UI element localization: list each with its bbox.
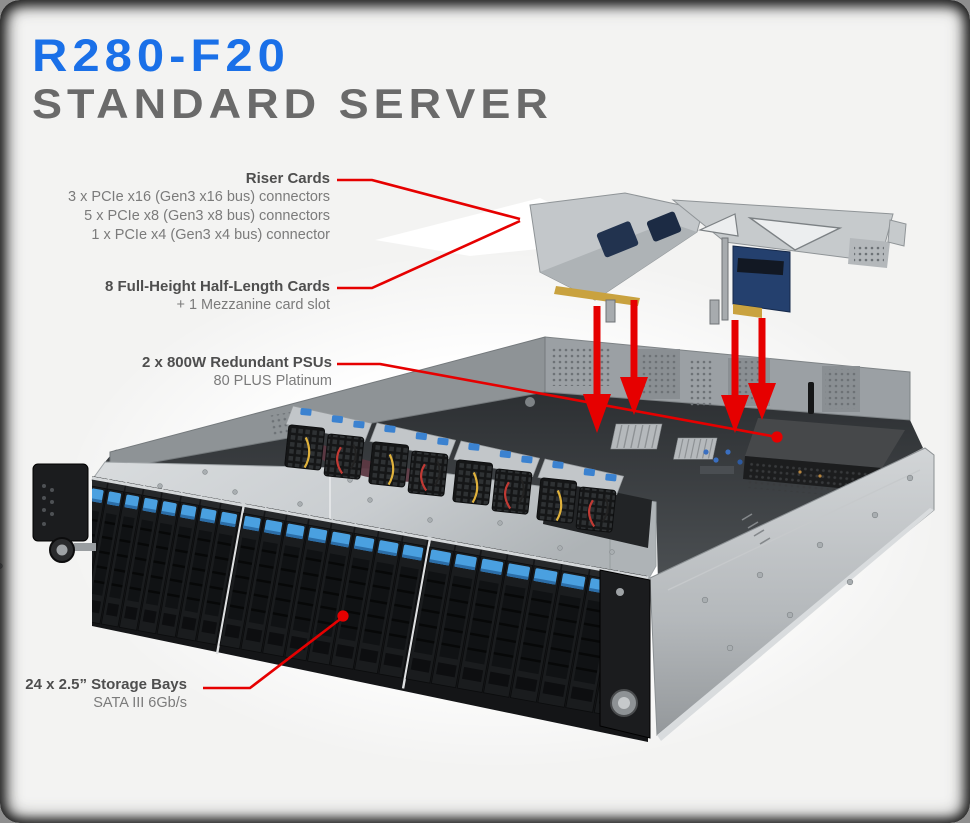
leader-expansion-cards: [337, 219, 521, 290]
callout-storage-bays: 24 x 2.5” Storage Bays SATA III 6Gb/s: [25, 675, 187, 713]
drive-tray: [307, 519, 355, 666]
pcie-slot: [737, 258, 784, 276]
drive-tray: [92, 479, 126, 625]
drive-tray: [176, 495, 221, 642]
front-panel-leds: [42, 484, 54, 526]
install-arrow-shaft: [630, 300, 638, 379]
callout-title: Riser Cards: [245, 170, 330, 187]
install-arrow-head: [583, 394, 611, 433]
drive-tray: [156, 492, 201, 638]
model-name: R280-F20: [32, 31, 290, 81]
riser-assembly-left: [375, 192, 704, 323]
install-arrow-shaft: [593, 306, 601, 396]
drive-tray: [118, 485, 163, 631]
install-arrow-head: [748, 383, 776, 420]
right-ear: [599, 569, 651, 739]
page-title: R280-F20 STANDARD SERVER: [32, 34, 553, 128]
callout-line: SATA III 6Gb/s: [93, 695, 187, 711]
drive-tray: [509, 555, 562, 703]
callout-title: 2 x 800W Redundant PSUs: [141, 354, 332, 371]
drive-tray: [262, 511, 309, 658]
motherboard-components: [700, 449, 743, 474]
callout-psu: 2 x 800W Redundant PSUs 80 PLUS Platinum: [142, 353, 332, 391]
drive-tray: [378, 532, 428, 679]
right-side-panel: [649, 447, 935, 741]
drive-tray: [137, 488, 182, 635]
bracket-rail: [721, 237, 729, 321]
gold-edge-connector: [554, 286, 640, 306]
bay-group-separator: [215, 505, 245, 656]
pcie-connector: [646, 211, 682, 242]
leader-lines: [203, 178, 778, 690]
install-arrow-head: [721, 395, 749, 433]
callout-line: 80 PLUS Platinum: [213, 373, 332, 389]
leader-riser-cards: [337, 178, 521, 221]
latch-pin: [605, 299, 616, 323]
callout-riser-cards: Riser Cards 3 x PCIe x16 (Gen3 x16 bus) …: [68, 169, 330, 245]
callout-dot-psu: [771, 431, 783, 443]
ear-post: [74, 543, 96, 551]
install-arrow-head: [620, 377, 648, 415]
drive-tray: [196, 499, 242, 646]
callout-line: 1 x PCIe x4 (Gen3 x4 bus) connector: [91, 227, 330, 243]
drive-tray: [330, 523, 379, 670]
panel-vents: [741, 513, 771, 545]
callout-line: 3 x PCIe x16 (Gen3 x16 bus) connectors: [68, 189, 330, 205]
drive-tray: [405, 537, 456, 684]
drive-tray: [456, 546, 508, 693]
callout-title: 24 x 2.5” Storage Bays: [25, 676, 187, 693]
pcie-connector: [596, 221, 639, 258]
callout-line: + 1 Mezzanine card slot: [176, 297, 330, 313]
drive-tray: [219, 503, 265, 650]
left-ear: [32, 463, 96, 563]
drive-tray: [537, 560, 590, 708]
panel-screws: [701, 474, 914, 652]
callout-line: 5 x PCIe x8 (Gen3 x8 bus) connectors: [84, 208, 330, 224]
cpu-heatsink: [609, 423, 663, 450]
callout-expansion-cards: 8 Full-Height Half-Length Cards + 1 Mezz…: [105, 277, 330, 315]
cpu-heatsink: [672, 437, 718, 460]
antenna: [808, 382, 814, 414]
riser-assembly-right: [671, 199, 907, 325]
install-arrow-shaft: [731, 320, 739, 396]
install-arrows: [337, 300, 783, 622]
leader-storage-bays: [203, 615, 344, 690]
callout-title: 8 Full-Height Half-Length Cards: [105, 278, 330, 295]
leader-psu: [337, 362, 778, 439]
gold-edge-connector: [733, 304, 762, 318]
drive-tray: [430, 541, 482, 689]
latch-pin: [709, 299, 720, 325]
model-subtitle: STANDARD SERVER: [32, 80, 553, 128]
callout-dot-bays: [337, 610, 349, 622]
bay-group-separator: [401, 538, 432, 689]
install-arrow-shaft: [758, 318, 766, 384]
riser-pcb: [732, 245, 791, 313]
drive-tray: [100, 482, 144, 628]
front-top-lip: [91, 476, 649, 580]
